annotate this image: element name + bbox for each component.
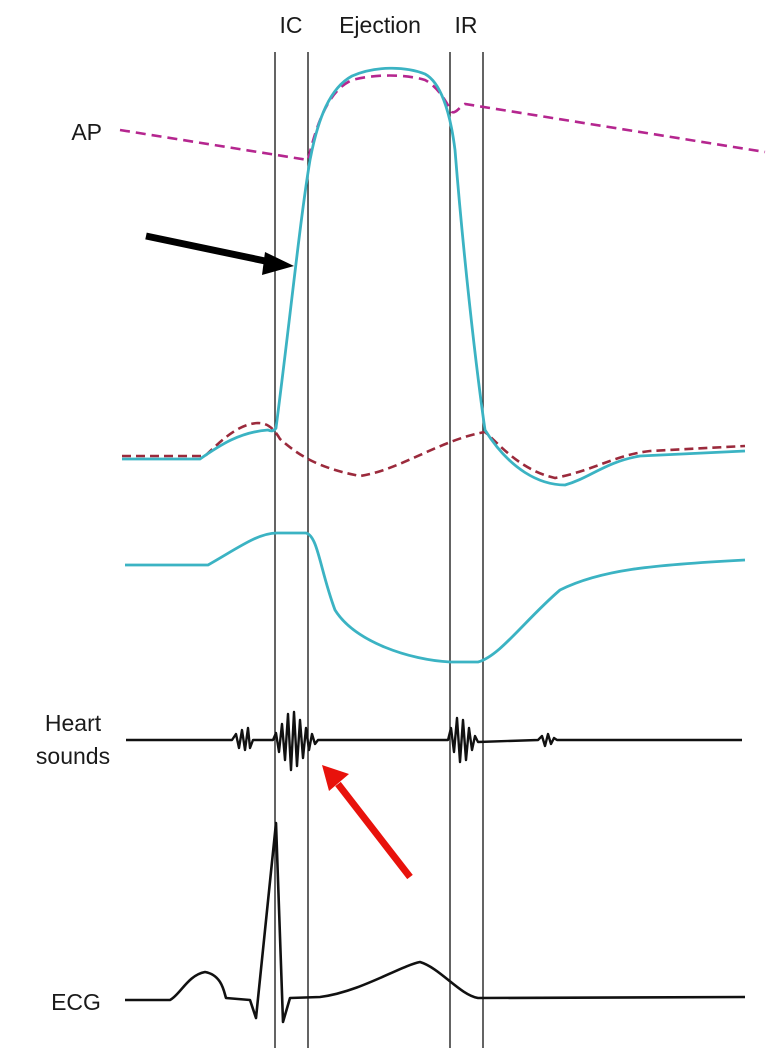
- aortic-pressure-trace: [119, 74, 766, 162]
- trace-label-heart-sounds-2: sounds: [36, 743, 110, 769]
- trace-label-heart-sounds-1: Heart: [45, 710, 102, 736]
- phase-label-ir: IR: [455, 12, 478, 38]
- black-arrow: [145, 232, 294, 275]
- ventricular-pressure-trace: [122, 66, 746, 487]
- red-arrow-shaft: [335, 781, 413, 880]
- red-arrow-head: [322, 765, 349, 791]
- ventricular-volume-trace: [125, 531, 746, 664]
- phase-label-ic: IC: [280, 12, 303, 38]
- atrial-pressure-trace: [122, 421, 746, 480]
- trace-label-ap: AP: [71, 119, 102, 145]
- trace-label-ecg: ECG: [51, 989, 101, 1015]
- ecg-trace: [125, 821, 746, 1024]
- phase-label-ejection: Ejection: [339, 12, 421, 38]
- red-arrow: [322, 765, 413, 880]
- phase-boundary-lines: [274, 52, 484, 1048]
- heart-sounds-trace: [126, 710, 742, 772]
- black-arrow-shaft: [145, 232, 271, 266]
- black-arrow-head: [262, 252, 294, 275]
